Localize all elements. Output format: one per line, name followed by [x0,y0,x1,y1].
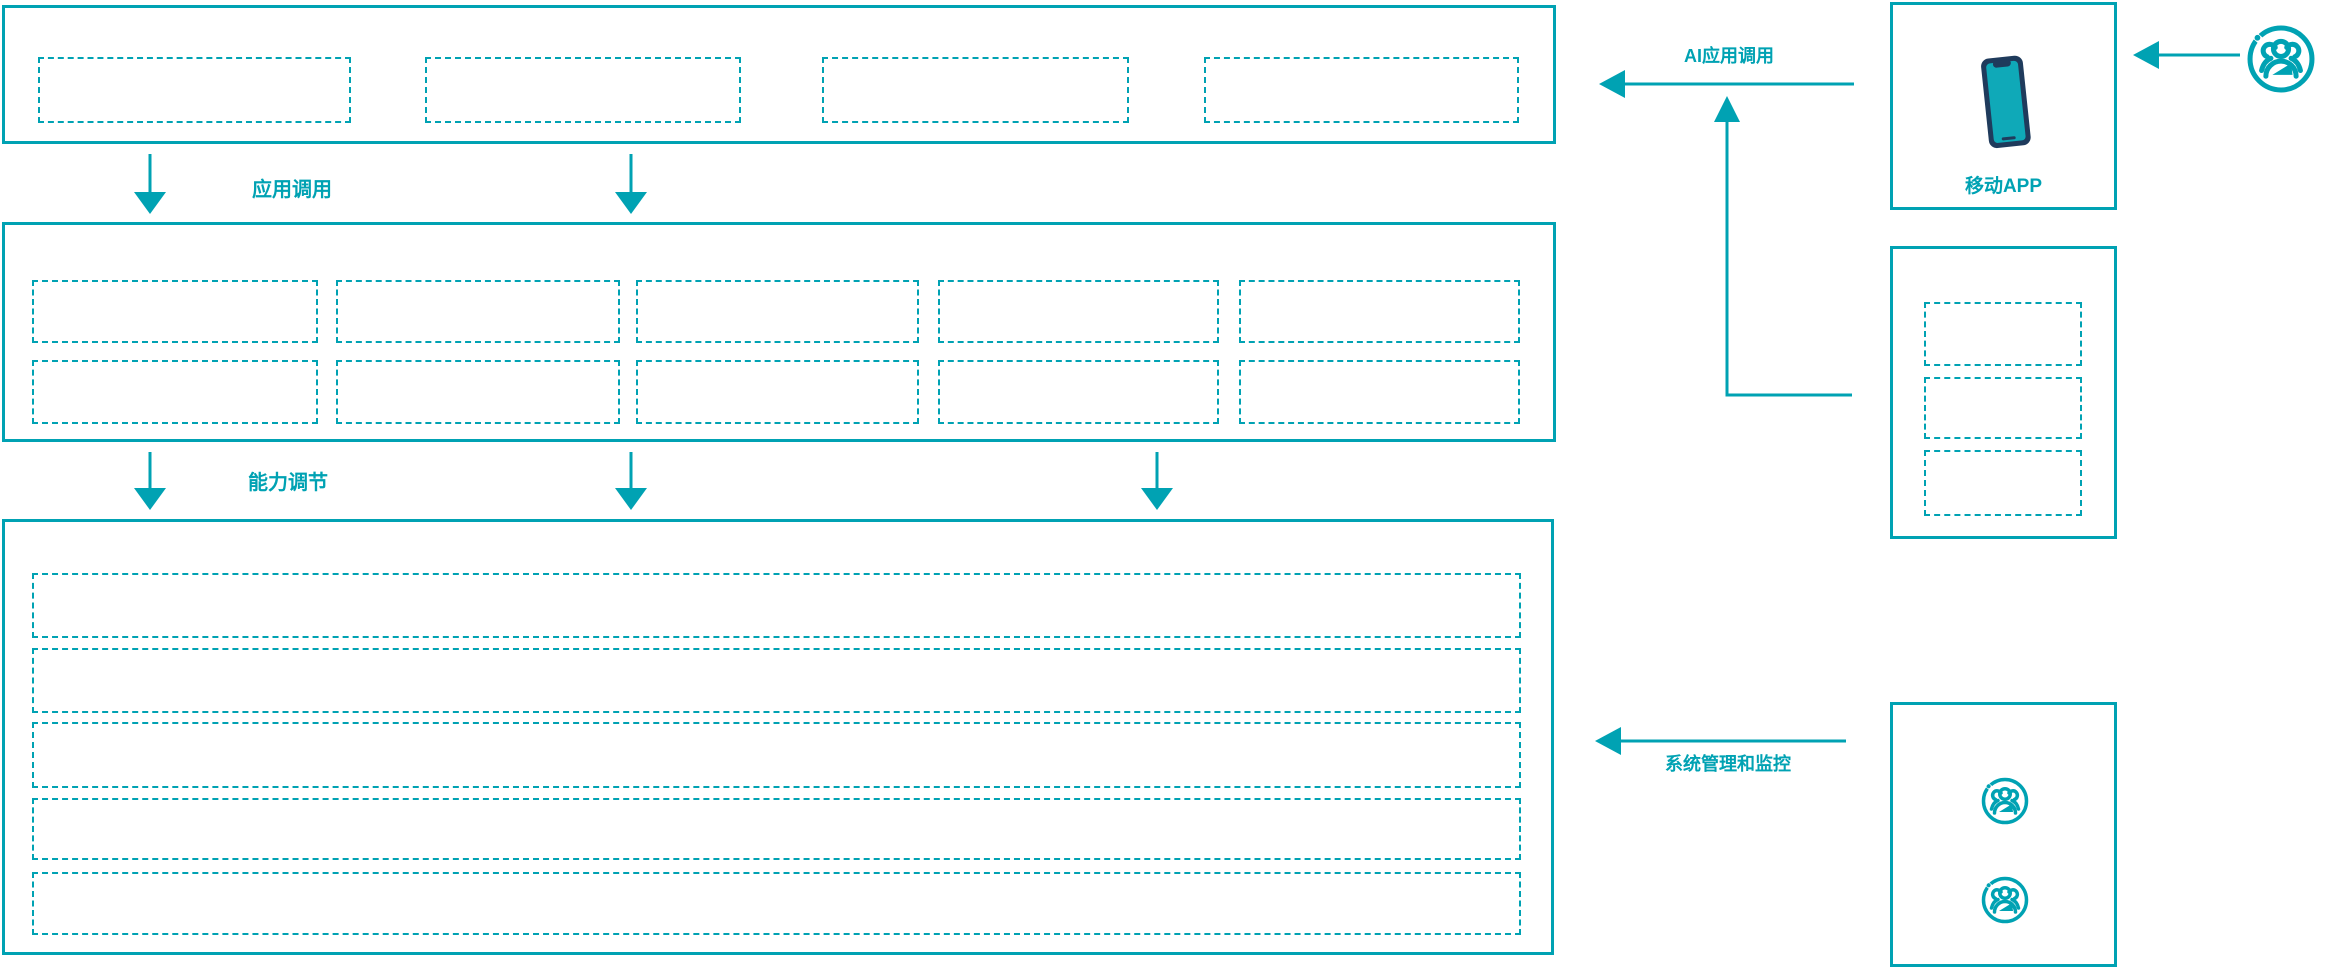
placeholder-box [1924,377,2082,439]
capability-adjust-label: 能力调节 [248,472,328,494]
placeholder-box [938,360,1219,424]
placeholder-row [32,722,1521,788]
left-arrow-system-management [1595,727,1846,755]
placeholder-box [1239,280,1520,343]
bottom-container [2,519,1554,955]
down-arrow [134,154,166,214]
middle-container [2,222,1556,442]
down-arrow [615,452,647,510]
placeholder-row [32,648,1521,713]
ai-app-call-label: AI应用调用 [1684,46,1774,66]
elbow-connector-up-arrow [1714,96,1852,397]
placeholder-box [32,360,318,424]
placeholder-box [822,57,1129,123]
placeholder-box [38,57,351,123]
placeholder-box [1204,57,1519,123]
right-bottom-box [1890,702,2117,967]
placeholder-box [32,280,318,343]
placeholder-row [32,573,1521,638]
right-middle-box [1890,246,2117,539]
top-container [2,5,1556,144]
left-arrow-ai-app-call [1599,70,1854,98]
placeholder-row [32,798,1521,860]
down-arrow [134,452,166,510]
user-group-icon [1980,875,2030,925]
mobile-app-box: 移动APP [1890,2,2117,210]
placeholder-box [336,280,620,343]
placeholder-box [336,360,620,424]
placeholder-row [32,872,1521,935]
smartphone-icon [1969,53,2041,153]
system-management-label: 系统管理和监控 [1665,754,1791,774]
placeholder-box [938,280,1219,343]
mobile-app-label: 移动APP [1964,176,2043,197]
down-arrow [615,154,647,214]
left-arrow-user-to-app [2133,41,2240,69]
app-call-label: 应用调用 [252,179,332,201]
placeholder-box [636,280,919,343]
user-group-icon [1980,776,2030,826]
placeholder-box [636,360,919,424]
down-arrow [1141,452,1173,510]
placeholder-box [1239,360,1520,424]
placeholder-box [425,57,741,123]
user-group-icon [2245,23,2317,95]
placeholder-box [1924,302,2082,366]
placeholder-box [1924,450,2082,516]
